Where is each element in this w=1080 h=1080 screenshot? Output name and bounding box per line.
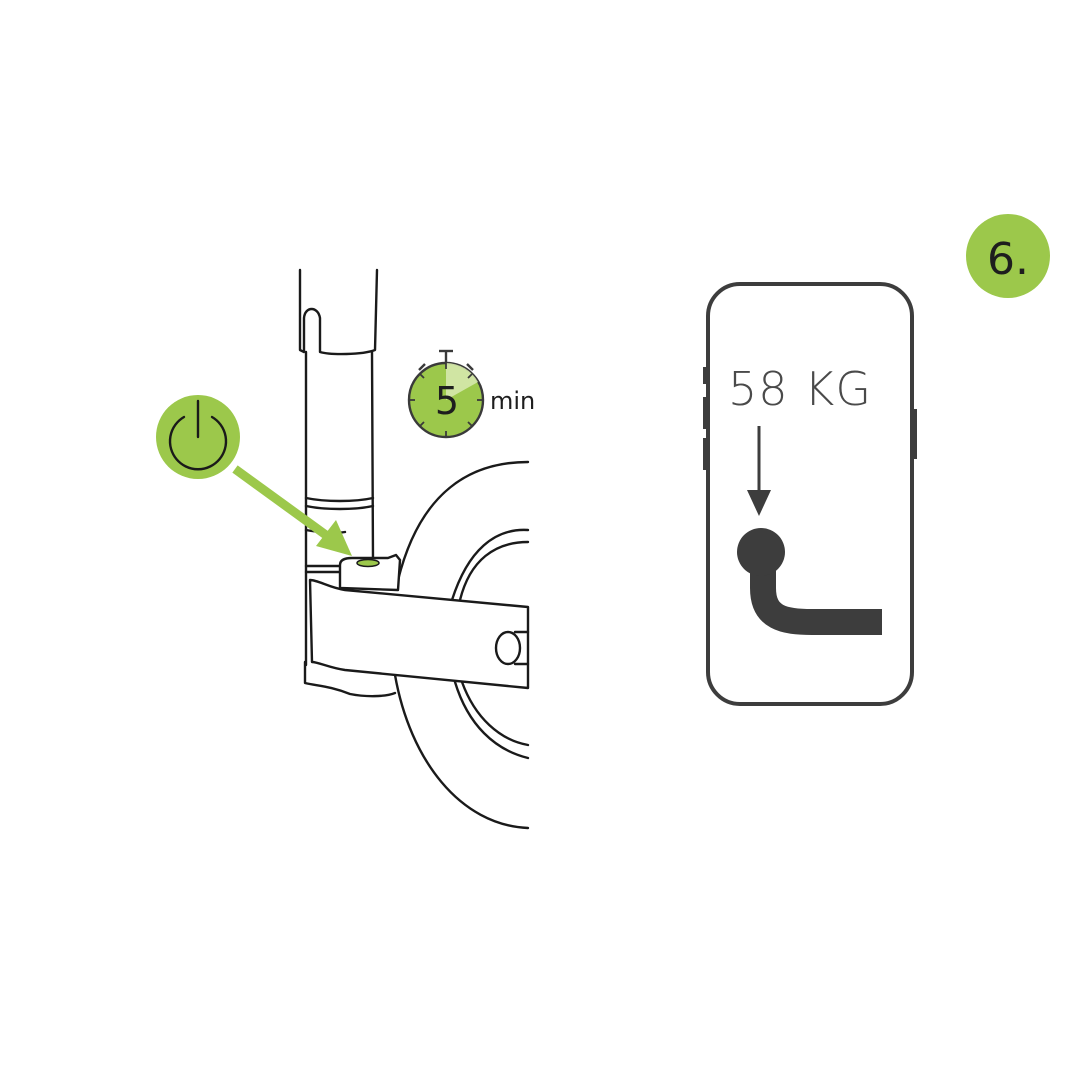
axle-nut xyxy=(494,630,522,666)
fork-bottom xyxy=(303,660,397,698)
axle-shaft xyxy=(513,630,530,666)
green-arrow-head xyxy=(316,520,352,556)
fork-arm xyxy=(308,578,530,690)
jockey-wheel-drawing xyxy=(298,268,530,830)
step-badge: 6. xyxy=(966,214,1050,298)
power-icon xyxy=(168,399,228,471)
green-arrow-shaft xyxy=(232,465,333,542)
weight-arrow xyxy=(747,426,771,516)
wheel-outer-arc xyxy=(393,460,530,830)
timer-unit: min xyxy=(490,387,535,415)
timer-value: 5 xyxy=(435,379,459,423)
inner-tube xyxy=(304,350,375,667)
tube-ring-top xyxy=(304,496,375,511)
smartphone: 58 KG xyxy=(703,282,917,706)
tow-ball-icon xyxy=(737,528,882,635)
outer-tube xyxy=(298,268,379,356)
weight-readout: 58 KG xyxy=(728,362,872,416)
power-button-badge xyxy=(156,395,240,479)
step-badge-circle xyxy=(966,214,1050,298)
sensor-button xyxy=(356,558,380,568)
phone-body xyxy=(706,282,914,706)
wheel-inner-ring xyxy=(450,528,530,760)
stopwatch: 5 min xyxy=(407,349,535,439)
stopwatch-icon xyxy=(407,349,485,439)
green-arrow xyxy=(232,465,352,556)
sensor-housing xyxy=(338,553,402,592)
step-number: 6. xyxy=(987,234,1029,285)
